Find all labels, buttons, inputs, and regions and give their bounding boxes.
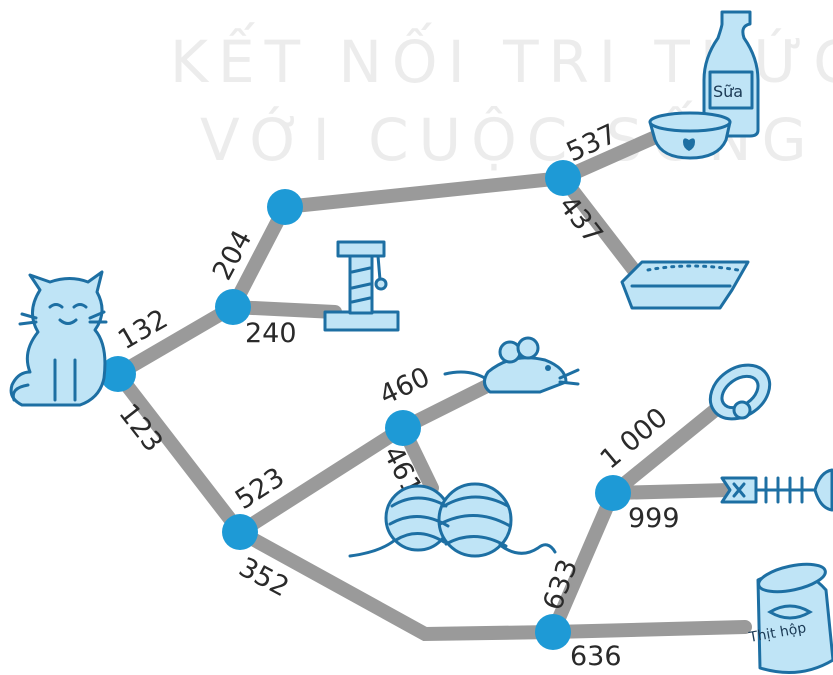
node-bottom bbox=[535, 614, 571, 650]
fish-bone-icon bbox=[722, 470, 832, 510]
edge-upper-milknode bbox=[285, 178, 563, 207]
cat-icon bbox=[11, 272, 106, 405]
label-636: 636 bbox=[570, 641, 622, 672]
bowl-icon bbox=[650, 113, 730, 158]
label-123: 123 bbox=[112, 398, 168, 458]
label-437: 437 bbox=[552, 190, 608, 250]
yarn-balls-icon bbox=[350, 484, 555, 556]
label-1000: 1 000 bbox=[595, 402, 674, 475]
node-mouse bbox=[385, 410, 421, 446]
label-633: 633 bbox=[537, 555, 584, 614]
canned-meat-icon: Thịt hộp bbox=[747, 559, 833, 672]
scratching-post-icon bbox=[325, 242, 398, 330]
litter-box-icon bbox=[622, 262, 748, 308]
label-460: 460 bbox=[375, 361, 435, 411]
label-240: 240 bbox=[245, 318, 297, 349]
label-999: 999 bbox=[628, 503, 680, 534]
node-upper bbox=[267, 189, 303, 225]
node-right bbox=[595, 475, 631, 511]
node-lower bbox=[222, 514, 258, 550]
milk-label: Sữa bbox=[713, 82, 743, 101]
toy-mouse-icon bbox=[445, 338, 578, 392]
edge-bottom-can bbox=[553, 627, 745, 632]
